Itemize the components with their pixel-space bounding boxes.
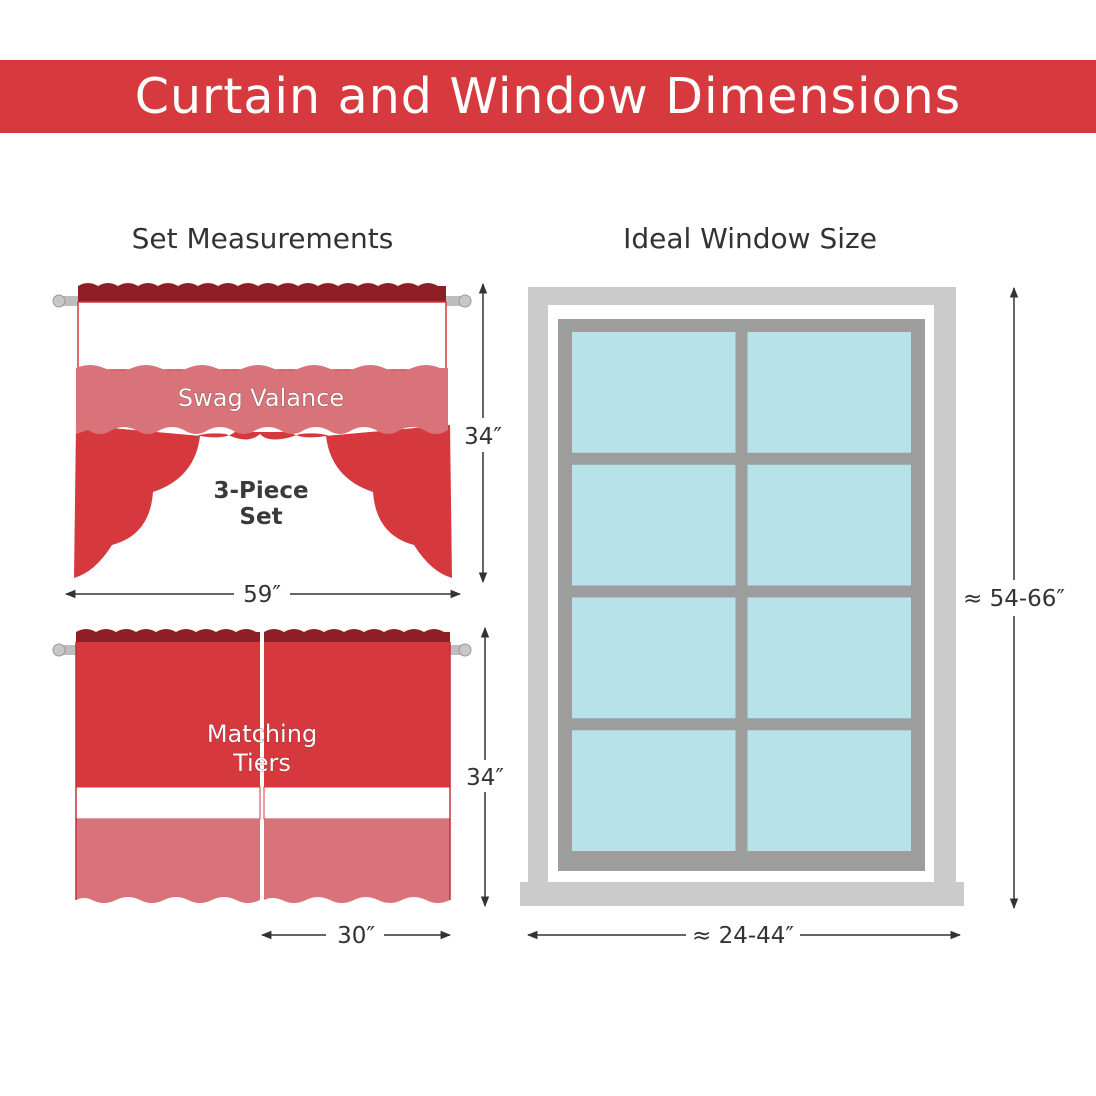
set-label-line1: 3-Piece bbox=[213, 478, 308, 504]
ideal-window-size-title: Ideal Window Size bbox=[623, 222, 877, 255]
tiers-curtain-rod bbox=[52, 643, 472, 657]
set-measurements-title: Set Measurements bbox=[131, 222, 394, 255]
window-illustration bbox=[520, 287, 964, 906]
window-width-label: ≈ 24-44″ bbox=[692, 923, 794, 949]
window-pane bbox=[747, 730, 911, 851]
tiers-height-label: 34″ bbox=[466, 765, 504, 791]
swag-valance-illustration bbox=[52, 283, 472, 578]
window-panes bbox=[572, 332, 911, 851]
tiers-label-line2: Tiers bbox=[232, 749, 291, 777]
header-banner: Curtain and Window Dimensions bbox=[0, 60, 1096, 133]
window-pane bbox=[572, 597, 736, 719]
rod-pocket bbox=[78, 283, 446, 302]
set-label-line2: Set bbox=[239, 504, 282, 530]
window-sill bbox=[520, 882, 964, 906]
window-pane bbox=[747, 597, 911, 719]
tier-left bbox=[75, 629, 261, 903]
curtain-rod bbox=[52, 294, 472, 308]
tiers-label-line1: Matching bbox=[207, 720, 317, 748]
swag-valance-band bbox=[76, 365, 448, 434]
tier-right bbox=[263, 629, 451, 903]
page-title: Curtain and Window Dimensions bbox=[134, 68, 962, 125]
window-pane bbox=[572, 464, 736, 586]
swag-valance-label: Swag Valance bbox=[178, 384, 344, 412]
window-pane bbox=[572, 332, 736, 453]
window-pane bbox=[747, 464, 911, 586]
tiers-illustration bbox=[52, 629, 472, 903]
window-pane bbox=[572, 730, 736, 851]
tier-width-label: 30″ bbox=[337, 923, 375, 949]
swag-left-panel bbox=[74, 425, 200, 578]
swag-width-label: 59″ bbox=[243, 582, 281, 608]
swag-right-panel bbox=[326, 425, 452, 578]
window-height-label: ≈ 54-66″ bbox=[963, 586, 1065, 612]
window-pane bbox=[747, 332, 911, 453]
swag-height-label: 34″ bbox=[464, 424, 502, 450]
